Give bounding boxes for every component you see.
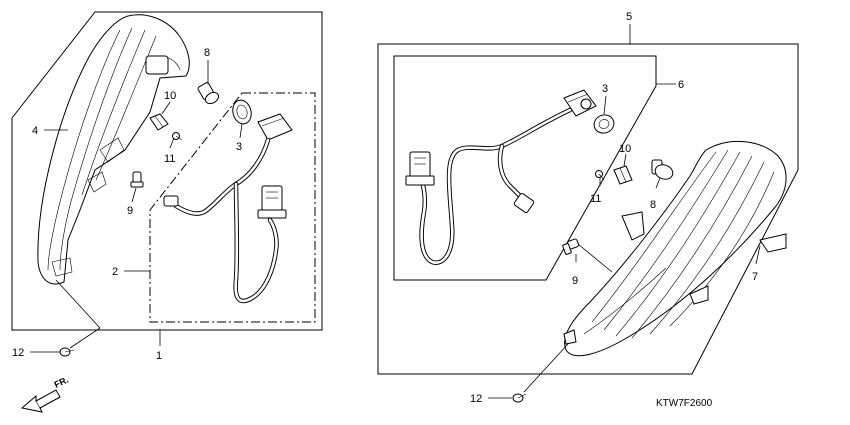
left-connector	[257, 185, 287, 219]
callout-9-right: 9	[572, 275, 578, 287]
diagram-code: KTW7F2600	[656, 398, 713, 409]
right-harness-wire	[419, 107, 573, 265]
callout-8-left: 8	[204, 47, 210, 59]
left-clip-10	[149, 113, 169, 131]
right-connector	[405, 151, 435, 186]
left-screw-12	[59, 347, 75, 357]
callout-12-left: 12	[12, 347, 24, 359]
right-side-socket	[513, 192, 535, 214]
assembly-box-1	[11, 11, 323, 331]
left-gasket-3	[232, 99, 252, 125]
callout-12-right: 12	[470, 393, 482, 405]
callout-5: 5	[626, 11, 632, 23]
front-direction-arrow	[20, 389, 61, 413]
callout-10-right: 10	[619, 143, 631, 155]
callout-6: 6	[678, 79, 684, 91]
callout-11-right: 11	[590, 193, 601, 205]
left-bulb-9	[130, 171, 144, 188]
right-bulb-9	[562, 238, 580, 255]
callout-3-right: 3	[602, 83, 608, 95]
callout-3-left: 3	[236, 141, 242, 153]
callout-7: 7	[752, 271, 758, 283]
left-harness-wire	[163, 137, 279, 304]
right-socket	[563, 89, 597, 117]
right-lens-housing	[563, 140, 787, 357]
left-screw-11	[172, 132, 183, 141]
callout-11-left: 11	[164, 153, 175, 165]
left-lens-housing	[37, 14, 190, 285]
harness-box-2	[149, 92, 316, 323]
callout-10-left: 10	[164, 90, 176, 102]
right-screw-12	[512, 393, 527, 403]
harness-box-6	[393, 55, 657, 281]
right-clip-10	[613, 165, 633, 185]
left-assembly: 4 8 10 11 3 9 2 1 12 FR.	[11, 11, 323, 413]
left-bulb-8	[197, 82, 220, 105]
left-socket	[257, 113, 293, 141]
callout-4: 4	[32, 125, 38, 137]
callout-1: 1	[156, 350, 162, 362]
assembly-box-5	[377, 43, 799, 375]
right-gasket-3	[593, 114, 615, 134]
right-bulb-8	[651, 159, 674, 180]
callout-2: 2	[112, 266, 118, 278]
callout-9-left: 9	[127, 205, 133, 217]
callout-8-right: 8	[650, 199, 656, 211]
right-assembly: 5 6 3 10 11 8 9 7 12 KTW7F2600	[377, 11, 799, 409]
right-screw-11	[595, 170, 605, 181]
direction-label: FR.	[53, 375, 70, 390]
